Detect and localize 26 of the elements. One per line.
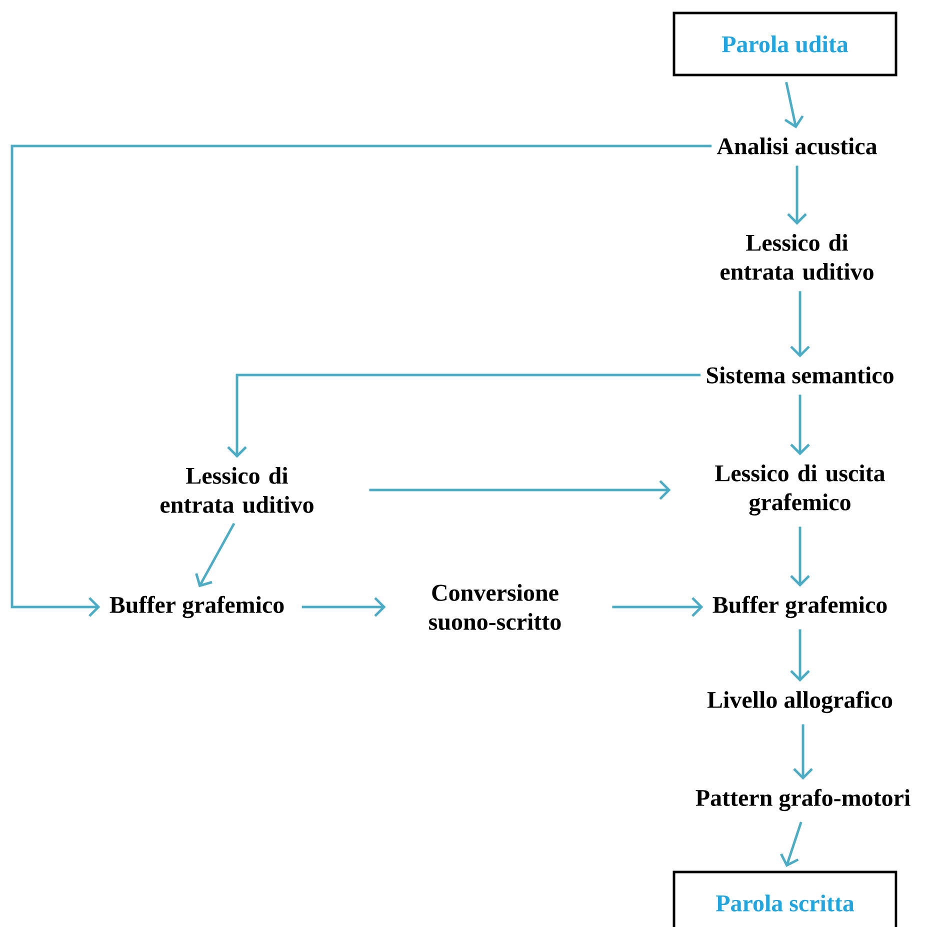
arrow <box>787 166 807 225</box>
text-label: Buffer grafemico <box>712 596 887 618</box>
arrow <box>790 394 810 456</box>
arrow <box>790 291 810 358</box>
text-label: Lessico di entrata uditivo <box>720 234 874 280</box>
text-label: Lessico di entrata uditivo <box>160 467 314 513</box>
terminal-box: Parola udita <box>672 12 898 76</box>
arrow <box>369 480 671 500</box>
arrow <box>780 822 802 867</box>
arrow <box>790 526 810 587</box>
arrow <box>784 82 804 128</box>
arrow <box>790 629 810 682</box>
terminal-box: Parola scritta <box>672 870 898 927</box>
arrow <box>793 724 813 780</box>
text-label: Buffer grafemico <box>110 596 284 618</box>
arrow <box>10 144 712 617</box>
arrow <box>195 522 236 588</box>
arrow <box>612 597 704 617</box>
arrow <box>302 597 386 617</box>
arrow <box>227 374 700 458</box>
text-label: Analisi acustica <box>716 138 877 154</box>
text-label: Livello allografico <box>707 690 892 714</box>
text-label: Conversione suono-scritto <box>429 584 561 630</box>
text-label: Lessico di uscita grafemico <box>715 464 885 516</box>
text-label: Sistema semantico <box>706 366 894 384</box>
text-label: Pattern grafo-motori <box>696 788 910 812</box>
